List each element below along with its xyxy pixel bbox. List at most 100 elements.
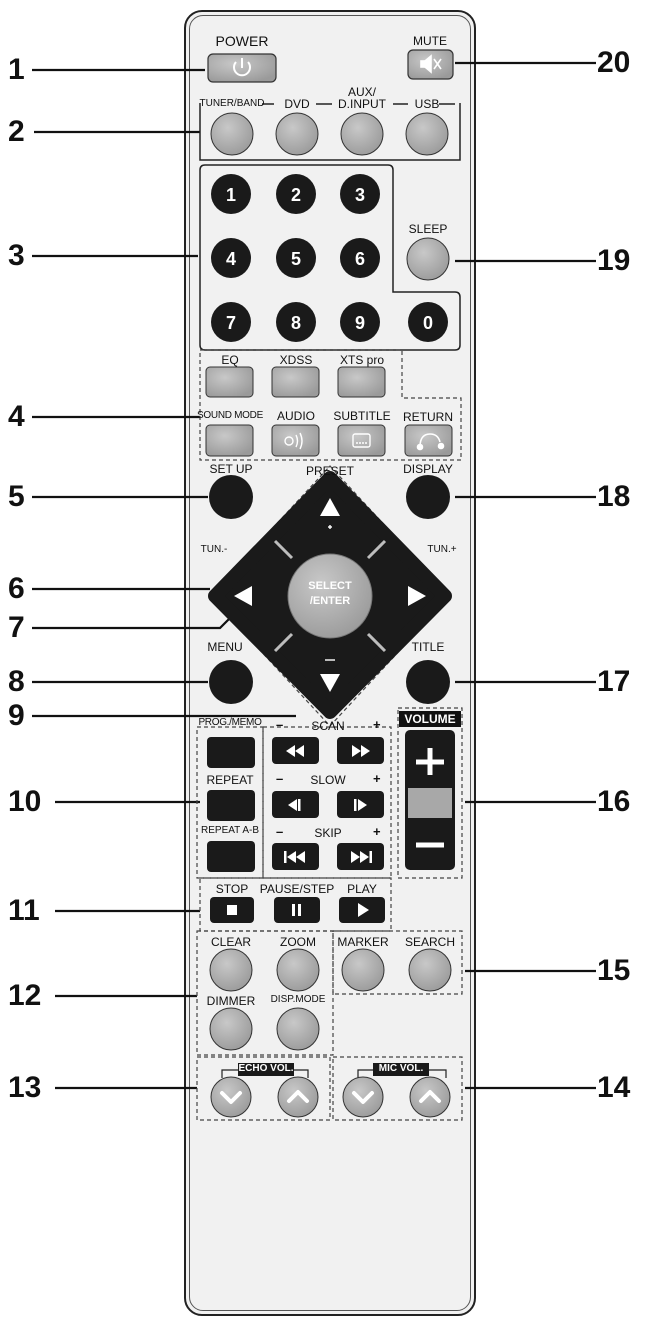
chevron-down-icon [352,1091,374,1104]
tun-plus-label: TUN.+ [427,544,457,555]
digit-label-9: 9 [354,313,366,333]
speaker-mute-icon [420,54,442,74]
remote-inner-outline [189,15,471,1311]
chevron-up-icon [419,1090,441,1103]
echo-vol-label: ECHO VOL. [238,1063,294,1074]
echo-vol-up-button[interactable] [277,1076,319,1118]
callout-3: 3 [8,239,25,272]
digit-label-1: 1 [225,185,237,205]
digit-button-5[interactable] [276,238,316,278]
up-arrow-button[interactable] [320,498,340,516]
fast-forward-button[interactable] [337,737,384,764]
callout-4: 4 [8,400,25,433]
repeat-button[interactable] [207,790,255,821]
group-outlines [199,103,461,351]
return-label: RETURN [403,410,453,424]
dpad [208,471,452,719]
setup-label: SET UP [209,462,253,476]
pause-step-button[interactable] [274,897,320,923]
left-arrow-button[interactable] [234,586,252,606]
title-button[interactable] [406,660,450,704]
prog-memo-button[interactable] [207,737,255,768]
scan-label: SCAN [311,719,345,733]
echo-group-outline [196,1056,331,1121]
marker-button[interactable] [341,948,385,992]
callout-17: 17 [597,665,631,698]
play-label: PLAY [347,882,377,896]
mic-vol-label: MIC VOL. [378,1063,424,1074]
pause-icon [292,904,301,916]
playback-right-outline [262,726,392,879]
tuner-band-label: TUNER/BAND [199,98,265,109]
menu-button[interactable] [209,660,253,704]
callout-5: 5 [8,480,25,513]
callout-20: 20 [597,46,631,79]
stop-icon [227,905,237,915]
volume-up-button[interactable] [416,748,444,775]
clear-label: CLEAR [210,935,252,949]
right-arrow-button[interactable] [408,586,426,606]
setup-button[interactable] [209,475,253,519]
zoom-button[interactable] [276,948,320,992]
digit-button-8[interactable] [276,302,316,342]
skip-previous-icon [284,851,305,863]
audio-button[interactable] [271,424,320,457]
display-button[interactable] [406,475,450,519]
repeat-ab-button[interactable] [207,841,255,872]
clear-button[interactable] [209,948,253,992]
digit-button-9[interactable] [340,302,380,342]
digit-button-3[interactable] [340,174,380,214]
digit-button-7[interactable] [211,302,251,342]
skip-label: SKIP [314,826,342,840]
rewind-icon [286,745,304,757]
return-button[interactable] [404,424,453,457]
slow-label: SLOW [310,773,346,787]
transport-outline [199,877,392,932]
callout-14: 14 [597,1071,631,1104]
sleep-button[interactable] [406,237,450,281]
title-label: TITLE [411,640,445,654]
mic-vol-up-button[interactable] [409,1076,451,1118]
aux-button[interactable] [340,112,384,156]
search-button[interactable] [408,948,452,992]
prog-memo-label: PROG./MEMO [198,717,262,728]
digit-button-1[interactable] [211,174,251,214]
xts-pro-button[interactable] [337,366,386,398]
marker-group-outline [332,930,463,995]
callout-12: 12 [8,979,42,1012]
zoom-label: ZOOM [280,935,316,949]
disp-mode-button[interactable] [276,1007,320,1051]
subtitle-button[interactable] [337,424,386,457]
rewind-button[interactable] [272,737,319,764]
usb-button[interactable] [405,112,449,156]
mic-vol-down-button[interactable] [342,1076,384,1118]
slow-minus-mark: – [276,771,284,786]
callout-6: 6 [8,572,25,605]
slow-reverse-icon [288,799,301,811]
mic-label-bg [373,1063,429,1076]
fast-forward-icon [352,745,370,757]
aux-label-line2: D.INPUT [338,97,386,111]
select-label-line1: SELECT [308,580,352,592]
stop-label: STOP [215,882,249,896]
tuner-band-button[interactable] [210,112,254,156]
power-label: POWER [215,33,269,49]
digit-button-0[interactable] [408,302,448,342]
dvd-label: DVD [284,97,310,111]
digit-button-6[interactable] [340,238,380,278]
echo-vol-down-button[interactable] [210,1076,252,1118]
eq-button[interactable] [205,366,254,398]
callout-9: 9 [8,699,25,732]
mic-group-outline [332,1056,463,1121]
dimmer-button[interactable] [209,1007,253,1051]
function-group-outline [199,349,462,461]
dvd-button[interactable] [275,112,319,156]
callout-16: 16 [597,785,631,818]
select-enter-button[interactable] [287,553,373,639]
sound-mode-button[interactable] [205,424,254,457]
xdss-button[interactable] [271,366,320,398]
digit-button-4[interactable] [211,238,251,278]
digit-button-2[interactable] [276,174,316,214]
callout-1: 1 [8,53,25,86]
down-arrow-button[interactable] [320,674,340,692]
